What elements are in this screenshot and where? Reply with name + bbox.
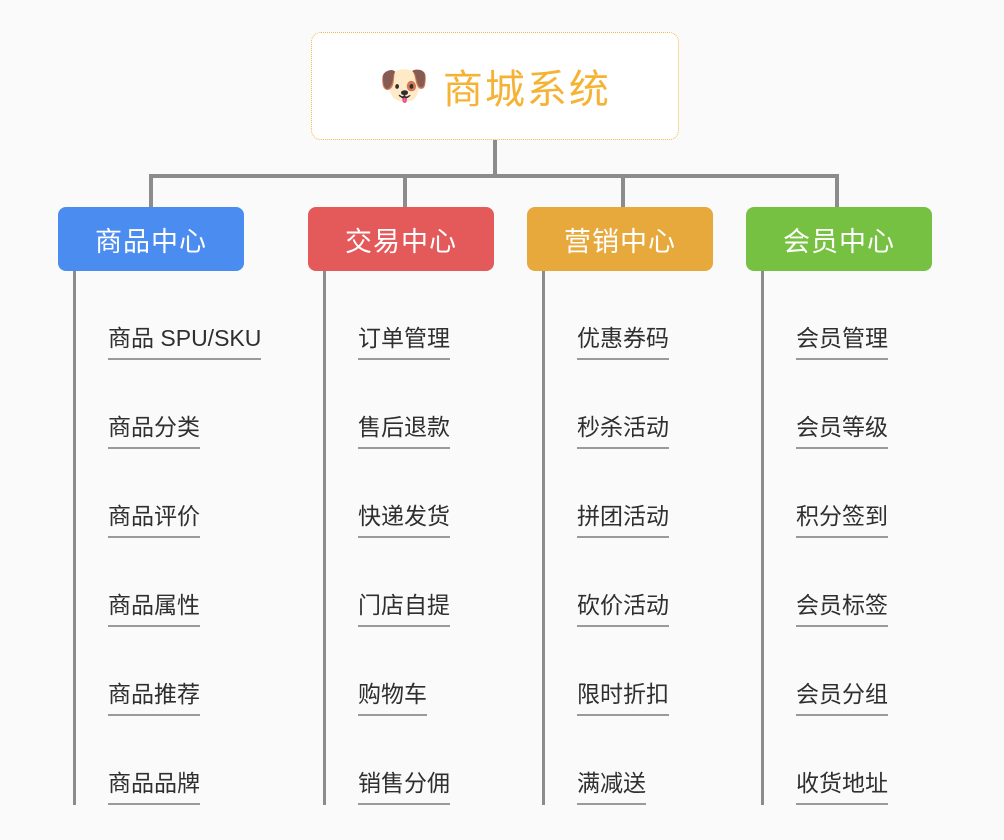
leaf-item-label: 商品 SPU/SKU <box>108 325 262 360</box>
leaf-item[interactable]: 快递发货 <box>326 449 494 538</box>
leaf-item[interactable]: 拼团活动 <box>545 449 713 538</box>
leaf-item-label: 商品品牌 <box>108 770 200 805</box>
leaf-item-label: 优惠券码 <box>577 325 669 360</box>
leaf-item-label: 砍价活动 <box>577 592 669 627</box>
connector-horizontal-bus <box>149 174 839 178</box>
leaf-item[interactable]: 商品属性 <box>76 538 244 627</box>
leaf-list-member-center: 会员管理 会员等级 积分签到 会员标签 会员分组 收货地址 <box>761 271 932 805</box>
leaf-list-trade-center: 订单管理 售后退款 快递发货 门店自提 购物车 销售分佣 <box>323 271 494 805</box>
column-member-center: 会员中心 会员管理 会员等级 积分签到 会员标签 会员分组 收货地址 <box>746 207 932 805</box>
connector-drop-marketing-center <box>621 174 625 210</box>
shiba-dog-face-icon: 🐶 <box>379 64 429 108</box>
leaf-item-label: 拼团活动 <box>577 503 669 538</box>
leaf-item[interactable]: 优惠券码 <box>545 271 713 360</box>
leaf-item[interactable]: 商品分类 <box>76 360 244 449</box>
leaf-item-label: 商品分类 <box>108 414 200 449</box>
column-product-center: 商品中心 商品 SPU/SKU 商品分类 商品评价 商品属性 商品推荐 商品品牌 <box>58 207 262 805</box>
header-trade-center-label: 交易中心 <box>345 226 457 257</box>
connector-drop-trade-center <box>403 174 407 210</box>
leaf-item-label: 会员等级 <box>796 414 888 449</box>
root-node-shop-system[interactable]: 🐶 商城系统 <box>311 32 679 140</box>
leaf-item[interactable]: 限时折扣 <box>545 627 713 716</box>
leaf-item-label: 订单管理 <box>358 325 450 360</box>
leaf-item[interactable]: 砍价活动 <box>545 538 713 627</box>
leaf-item[interactable]: 积分签到 <box>764 449 932 538</box>
leaf-item-label: 限时折扣 <box>577 681 669 716</box>
leaf-item[interactable]: 商品评价 <box>76 449 244 538</box>
leaf-item[interactable]: 商品 SPU/SKU <box>76 271 262 360</box>
leaf-item-label: 秒杀活动 <box>577 414 669 449</box>
leaf-item-label: 商品属性 <box>108 592 200 627</box>
header-marketing-center-label: 营销中心 <box>564 226 676 257</box>
leaf-item[interactable]: 会员标签 <box>764 538 932 627</box>
header-marketing-center[interactable]: 营销中心 <box>527 207 713 271</box>
leaf-item[interactable]: 会员管理 <box>764 271 932 360</box>
leaf-item-label: 满减送 <box>577 770 646 805</box>
leaf-list-product-center: 商品 SPU/SKU 商品分类 商品评价 商品属性 商品推荐 商品品牌 <box>73 271 262 805</box>
leaf-item-label: 会员分组 <box>796 681 888 716</box>
leaf-item[interactable]: 满减送 <box>545 716 713 805</box>
leaf-item-label: 积分签到 <box>796 503 888 538</box>
header-trade-center[interactable]: 交易中心 <box>308 207 494 271</box>
leaf-item[interactable]: 门店自提 <box>326 538 494 627</box>
root-node-title: 商城系统 <box>442 68 611 112</box>
connector-drop-member-center <box>835 174 839 210</box>
leaf-item-label: 商品评价 <box>108 503 200 538</box>
header-member-center[interactable]: 会员中心 <box>746 207 932 271</box>
leaf-item[interactable]: 收货地址 <box>764 716 932 805</box>
connector-drop-product-center <box>149 174 153 210</box>
leaf-item[interactable]: 订单管理 <box>326 271 494 360</box>
header-product-center[interactable]: 商品中心 <box>58 207 244 271</box>
leaf-item-label: 快递发货 <box>358 503 450 538</box>
leaf-item[interactable]: 会员等级 <box>764 360 932 449</box>
leaf-item-label: 会员管理 <box>796 325 888 360</box>
leaf-item[interactable]: 商品品牌 <box>76 716 244 805</box>
column-trade-center: 交易中心 订单管理 售后退款 快递发货 门店自提 购物车 销售分佣 <box>308 207 494 805</box>
leaf-item-label: 门店自提 <box>358 592 450 627</box>
leaf-item-label: 商品推荐 <box>108 681 200 716</box>
column-marketing-center: 营销中心 优惠券码 秒杀活动 拼团活动 砍价活动 限时折扣 满减送 <box>527 207 713 805</box>
leaf-item[interactable]: 销售分佣 <box>326 716 494 805</box>
leaf-item-label: 会员标签 <box>796 592 888 627</box>
leaf-item[interactable]: 秒杀活动 <box>545 360 713 449</box>
header-member-center-label: 会员中心 <box>783 226 895 257</box>
leaf-item[interactable]: 商品推荐 <box>76 627 244 716</box>
leaf-item[interactable]: 会员分组 <box>764 627 932 716</box>
header-product-center-label: 商品中心 <box>95 226 207 257</box>
leaf-item-label: 销售分佣 <box>358 770 450 805</box>
leaf-list-marketing-center: 优惠券码 秒杀活动 拼团活动 砍价活动 限时折扣 满减送 <box>542 271 713 805</box>
leaf-item-label: 售后退款 <box>358 414 450 449</box>
leaf-item-label: 购物车 <box>358 681 427 716</box>
leaf-item[interactable]: 售后退款 <box>326 360 494 449</box>
connector-root-stem <box>493 140 497 178</box>
leaf-item[interactable]: 购物车 <box>326 627 494 716</box>
leaf-item-label: 收货地址 <box>796 770 888 805</box>
